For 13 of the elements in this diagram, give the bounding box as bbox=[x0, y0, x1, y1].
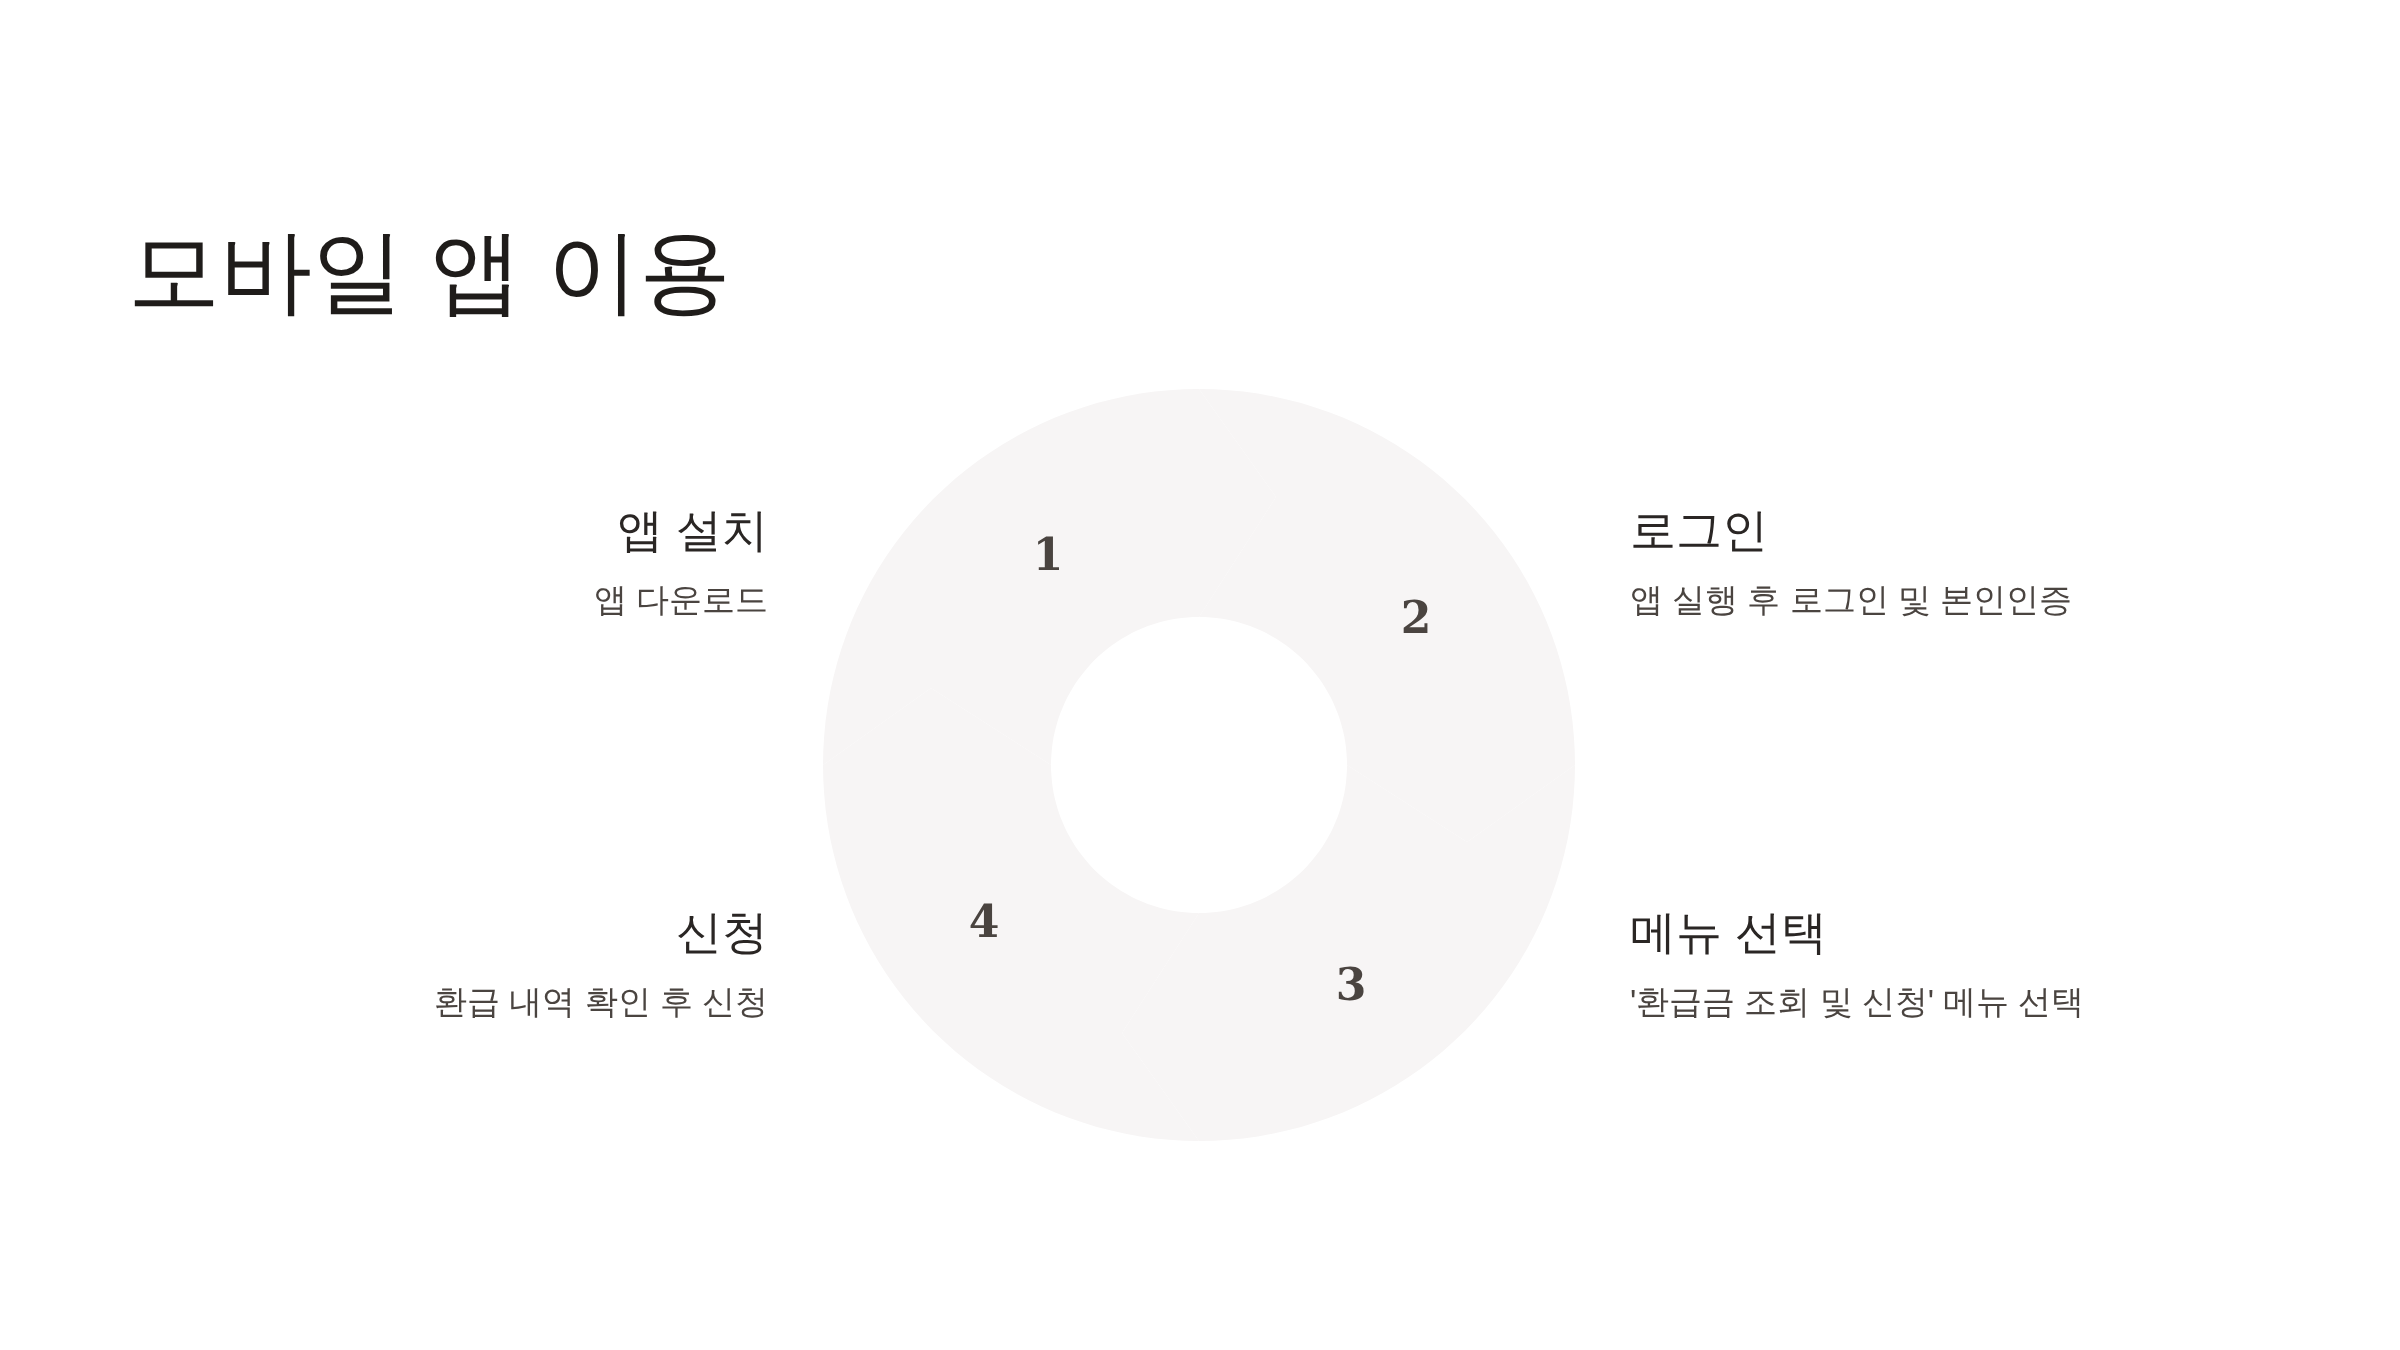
title: 모바일 앱 이용 bbox=[128, 219, 732, 324]
step-number: 3 bbox=[1335, 958, 1367, 1010]
step-number: 1 bbox=[1032, 528, 1064, 580]
step-description: '환급금 조회 및 신청' 메뉴 선택 bbox=[1630, 982, 2085, 1022]
step-description: 환급 내역 확인 후 신청 bbox=[434, 982, 768, 1022]
step-heading: 로그인 bbox=[1630, 503, 1768, 558]
step-description: 앱 실행 후 로그인 및 본인인증 bbox=[1630, 580, 2072, 620]
step-heading: 메뉴 선택 bbox=[1630, 905, 1827, 960]
step-heading: 신청 bbox=[676, 905, 768, 960]
step-number: 4 bbox=[968, 895, 1000, 947]
step-heading: 앱 설치 bbox=[617, 503, 768, 558]
step-description: 앱 다운로드 bbox=[593, 580, 768, 620]
step-number: 2 bbox=[1400, 591, 1432, 643]
